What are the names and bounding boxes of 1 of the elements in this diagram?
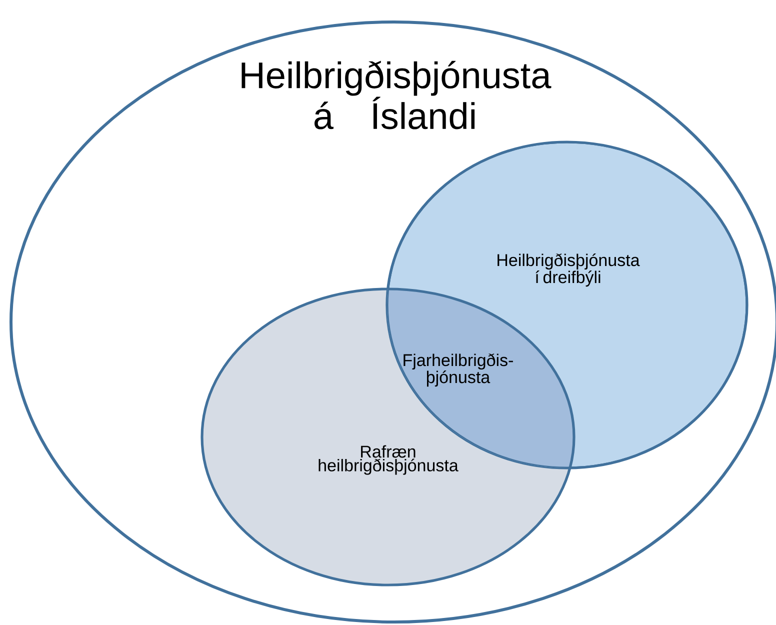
overlap-label: Fjarheilbrigðis-þjónusta [404, 353, 513, 387]
